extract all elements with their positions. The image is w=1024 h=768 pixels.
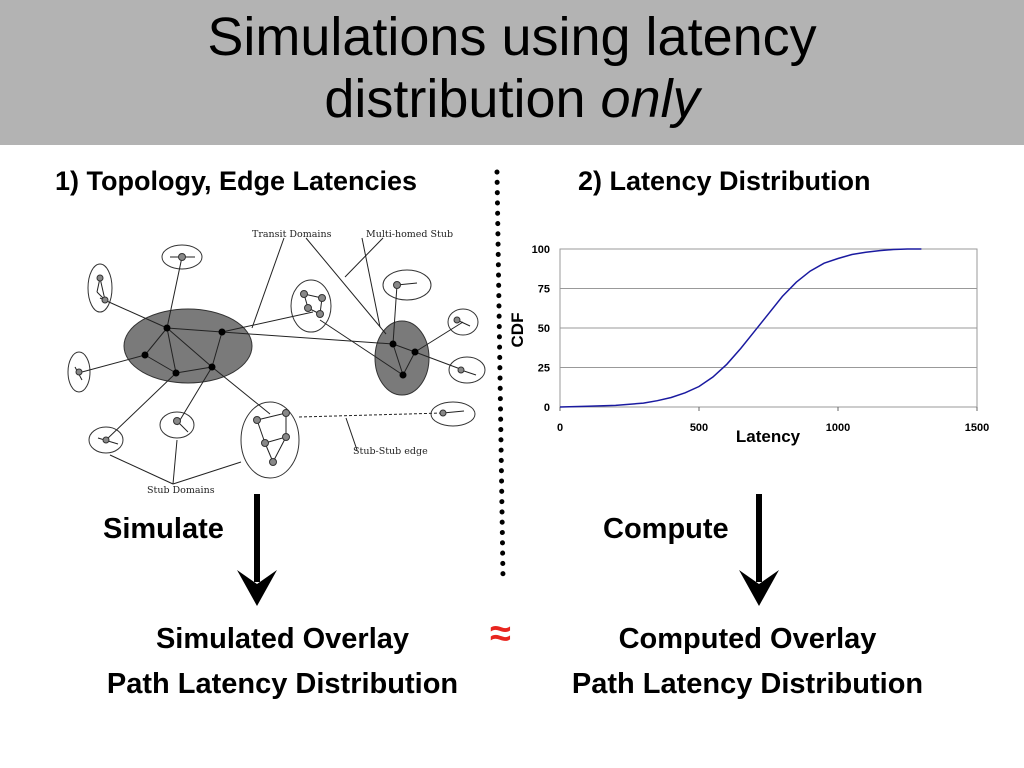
transit-node (399, 371, 407, 379)
transit-node (172, 369, 180, 377)
stub-node (101, 296, 109, 304)
label-stub-domains: Stub Domains (147, 485, 215, 496)
x-tick-label: 500 (690, 422, 708, 434)
x-tick-label: 1500 (965, 422, 989, 434)
transit-node (163, 324, 171, 332)
computed-result-line-1: Computed Overlay (618, 623, 877, 655)
x-tick-label: 0 (557, 422, 563, 434)
slide-title: Simulations using latency distribution o… (0, 6, 1024, 130)
stub-domain (430, 401, 476, 427)
simulated-result-line-2: Path Latency Distribution (106, 668, 459, 700)
stub-node (102, 436, 110, 444)
stub-node (282, 409, 290, 417)
stub-node (300, 290, 308, 298)
transit-domain-right (374, 320, 430, 396)
stub-node (178, 253, 186, 261)
y-axis-label: CDF (508, 313, 527, 348)
stub-node (316, 310, 324, 318)
right-heading: 2) Latency Distribution (578, 166, 871, 196)
y-tick-label: 100 (532, 244, 550, 256)
stub-node (304, 304, 312, 312)
stub-node (75, 368, 83, 376)
transit-node (208, 363, 216, 371)
transit-node (411, 348, 419, 356)
label-transit-domains: Transit Domains (252, 229, 332, 240)
transit-node (389, 340, 397, 348)
stub-node (457, 366, 465, 374)
y-tick-label: 0 (544, 402, 550, 414)
stub-node (439, 409, 447, 417)
stub-node (269, 458, 277, 466)
label-multihomed-stub: Multi-homed Stub (366, 229, 453, 240)
title-line-2-text: distribution (324, 69, 601, 129)
title-line-1: Simulations using latency (207, 7, 817, 67)
simulated-result-line-1: Simulated Overlay (155, 623, 410, 655)
title-bar (0, 0, 1024, 145)
down-arrow-right (739, 494, 779, 606)
label-stub-stub-edge: Stub-Stub edge (353, 446, 428, 457)
transit-node (218, 328, 226, 336)
y-tick-label: 75 (538, 284, 550, 296)
stub-node (453, 316, 461, 324)
stub-node (173, 417, 181, 425)
computed-result: Computed Overlay Path Latency Distributi… (525, 617, 970, 707)
transit-node (141, 351, 149, 359)
left-heading: 1) Topology, Edge Latencies (55, 166, 418, 196)
approx-symbol: ≈ (490, 613, 511, 655)
stub-node (261, 439, 269, 447)
stub-node (96, 274, 104, 282)
compute-label: Compute (603, 513, 729, 545)
cdf-series-line (559, 248, 922, 408)
down-arrow-left (237, 494, 277, 606)
title-emphasis: only (600, 69, 700, 129)
simulated-result: Simulated Overlay Path Latency Distribut… (60, 617, 505, 707)
x-tick-label: 1000 (826, 422, 850, 434)
title-line-2: distribution only (0, 68, 1024, 130)
y-tick-label: 25 (538, 363, 550, 375)
computed-result-line-2: Path Latency Distribution (571, 668, 924, 700)
simulate-label: Simulate (103, 513, 224, 545)
y-tick-label: 50 (538, 323, 550, 335)
stub-domain (382, 269, 432, 301)
topology-diagram: Transit Domains Multi-homed Stub Stub-St… (67, 229, 486, 496)
stub-node (393, 281, 401, 289)
stub-node (282, 433, 290, 441)
x-axis-label: Latency (736, 427, 801, 446)
stub-domain (448, 356, 486, 384)
stub-node (253, 416, 261, 424)
stub-node (318, 294, 326, 302)
